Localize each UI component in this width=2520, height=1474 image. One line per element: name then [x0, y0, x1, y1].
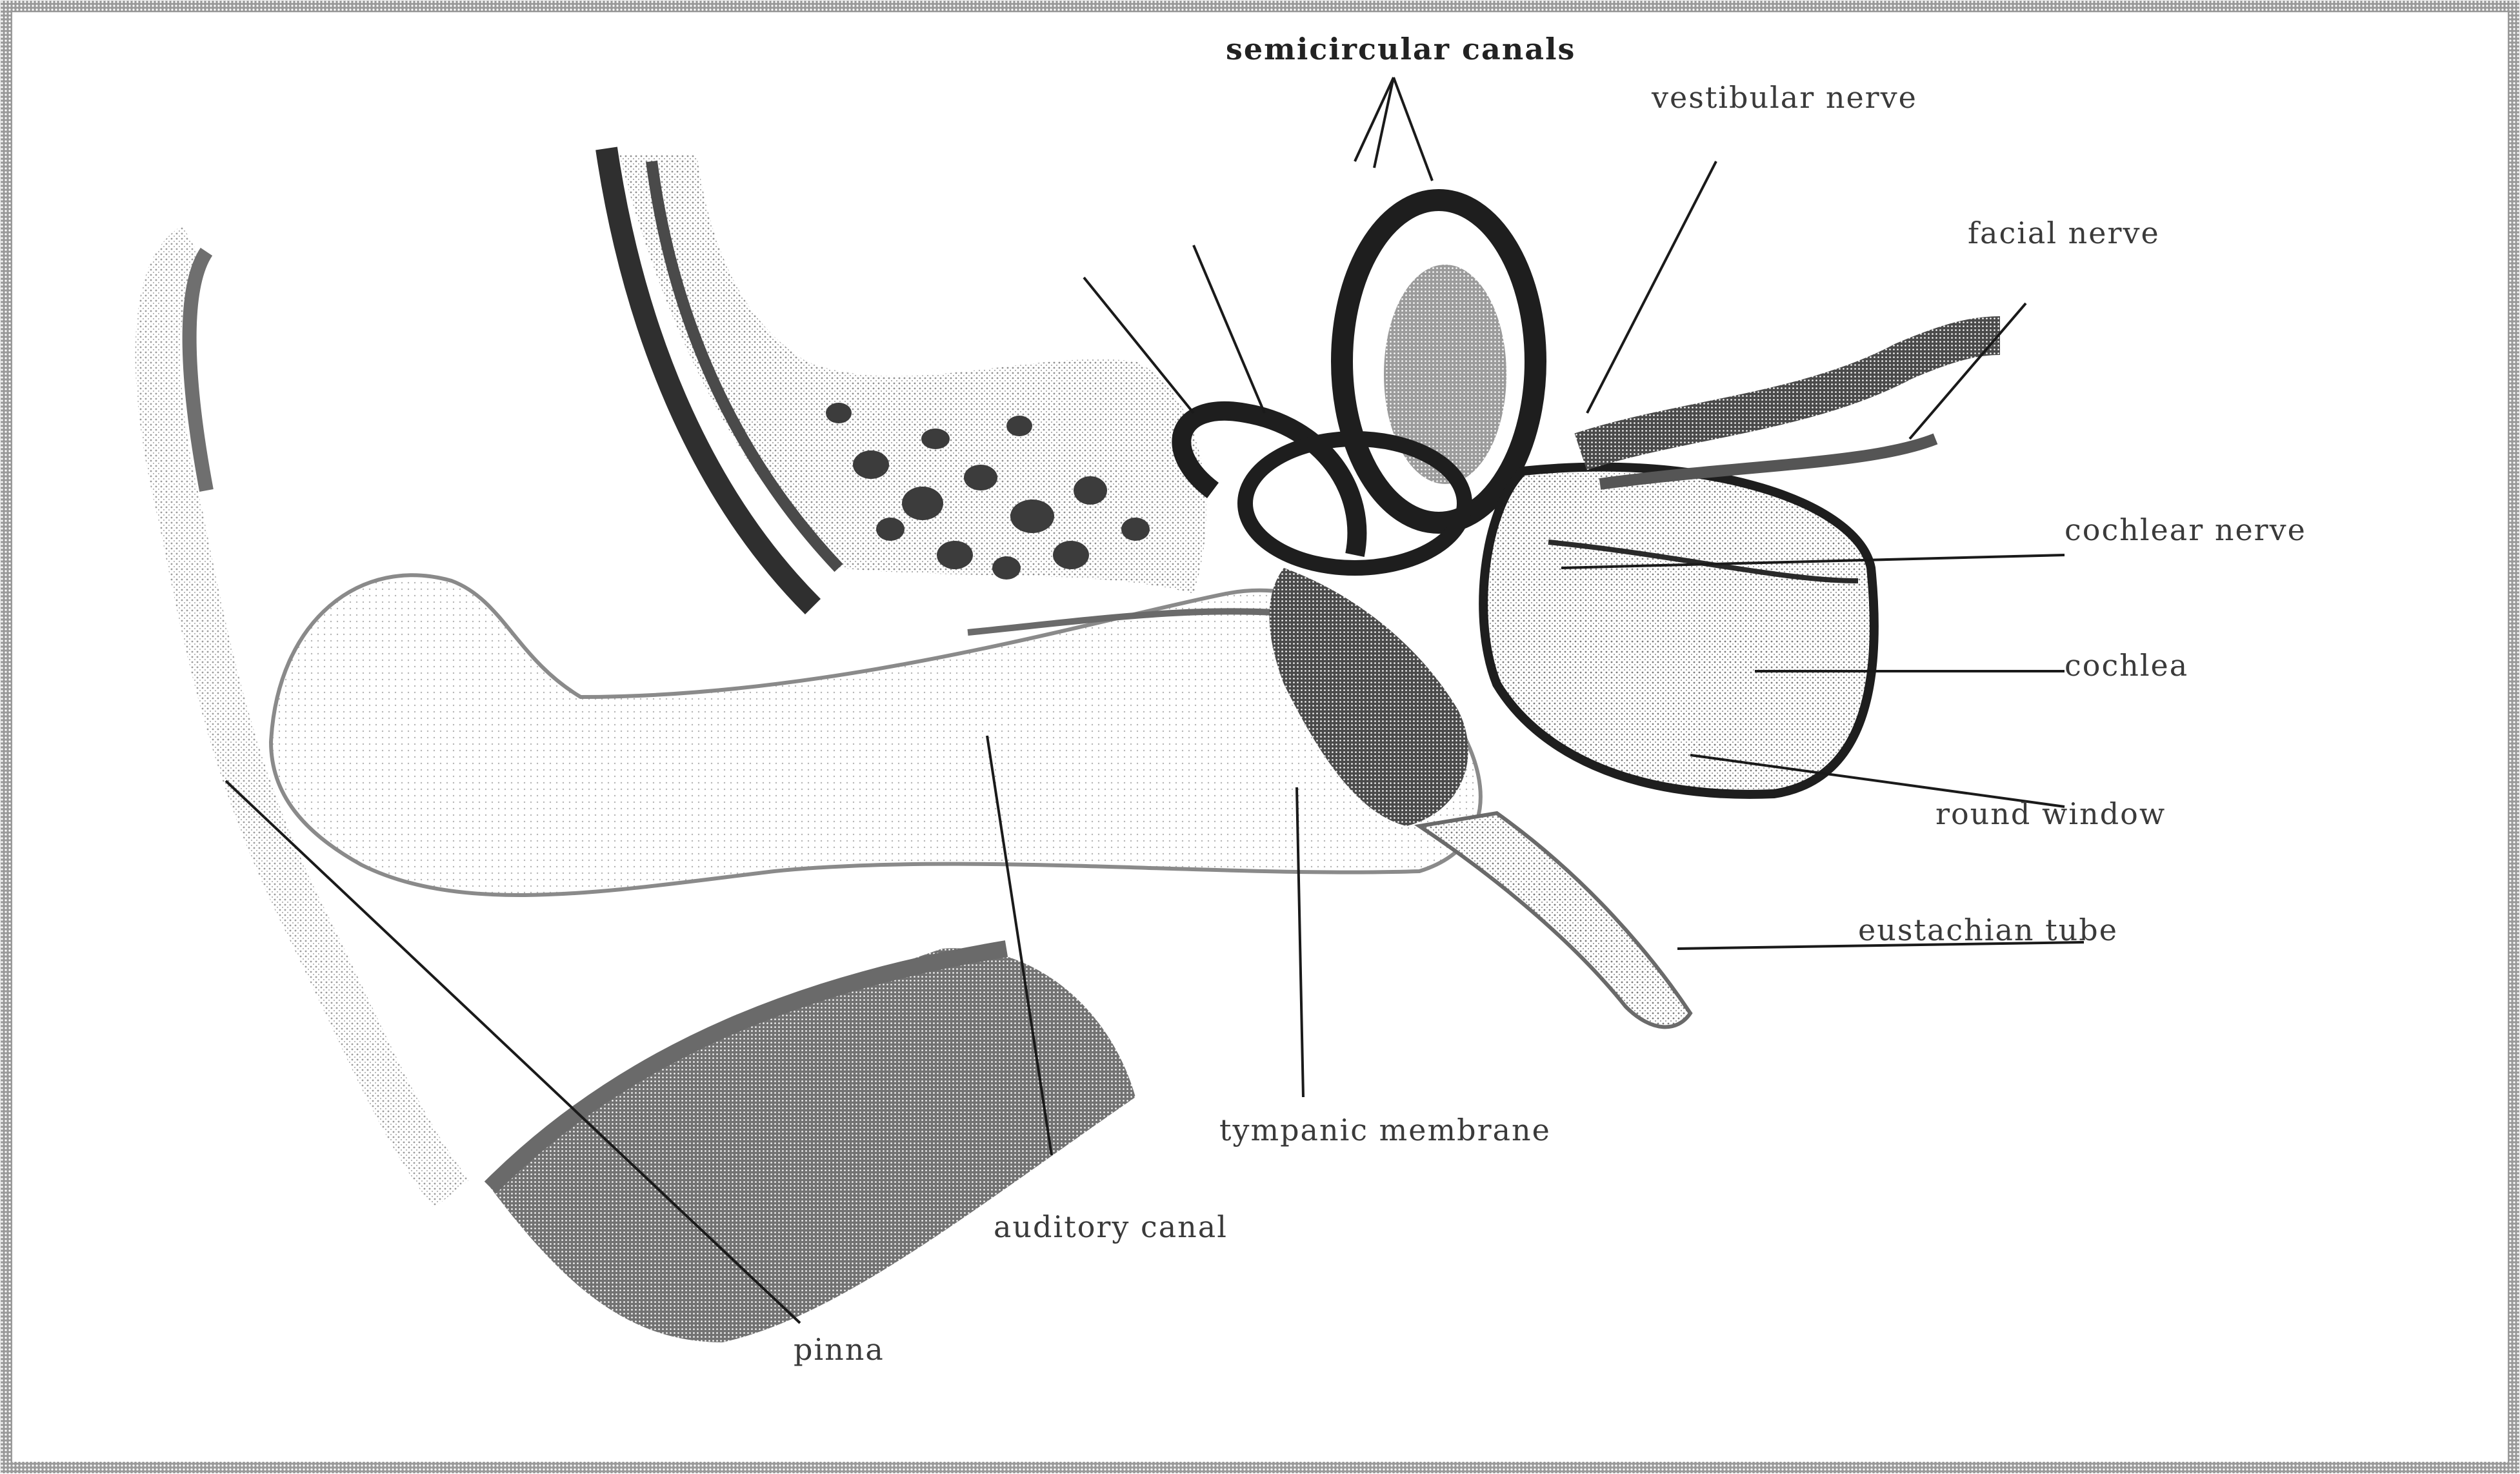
label-eustachian-tube: eustachian tube [1858, 910, 2118, 950]
label-facial-nerve: facial nerve [1968, 213, 2160, 253]
label-cochlear-nerve: cochlear nerve [2065, 510, 2306, 550]
temporal-bone-shape [606, 148, 1206, 607]
label-vestibular-nerve: vestibular nerve [1652, 77, 1917, 117]
cochlea-shape [1483, 467, 1874, 794]
label-pinna: pinna [794, 1329, 885, 1369]
label-auditory-canal: auditory canal [994, 1207, 1228, 1247]
label-semicircular-canals: semicircular canals [1226, 29, 1575, 69]
lower-tissue-shape [490, 948, 1135, 1342]
semicircular-canals-shape [1181, 200, 1535, 568]
label-round-window: round window [1935, 794, 2166, 834]
label-tympanic-membrane: tympanic membrane [1219, 1110, 1551, 1150]
nerve-bundle-shape [1581, 336, 2000, 484]
label-cochlea: cochlea [2065, 645, 2188, 685]
eustachian-tube-shape [1419, 813, 1690, 1027]
